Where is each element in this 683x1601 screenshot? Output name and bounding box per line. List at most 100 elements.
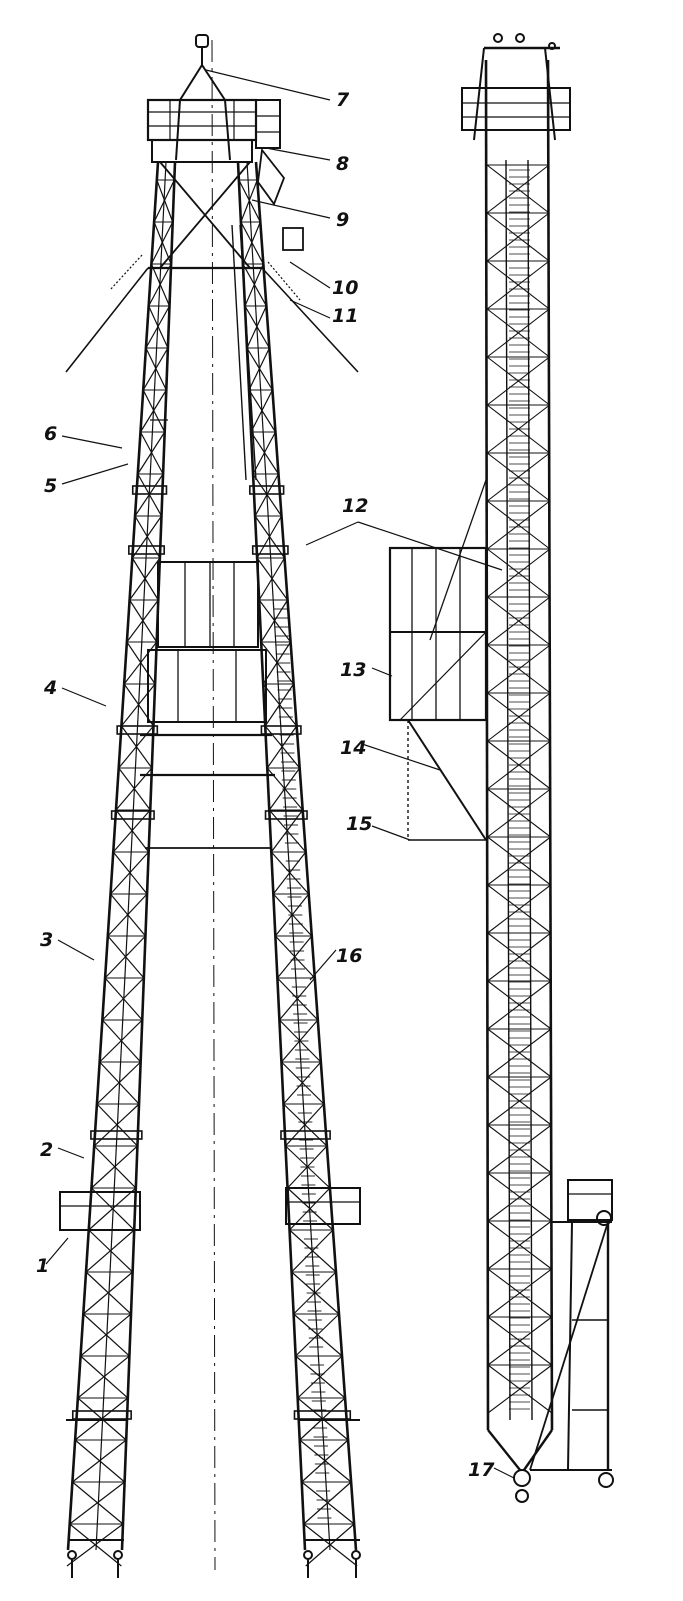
callout-1: 1	[36, 1255, 49, 1277]
callout-labels: 1 2 3 4 5 6 7 8 9 10 11 12 13 14 15 16 1…	[36, 89, 495, 1481]
right-diagonal	[264, 683, 295, 727]
crown-block	[146, 34, 304, 251]
right-diagonal	[291, 1229, 334, 1273]
leg-collar	[249, 485, 285, 495]
left-diagonal	[72, 1439, 127, 1483]
left-diagonal	[107, 893, 148, 937]
side-diagonal	[487, 1172, 552, 1222]
leg-collar	[264, 810, 308, 820]
inner-rails	[150, 224, 257, 481]
leg-collar	[128, 545, 165, 555]
side-diagonal	[487, 1364, 553, 1414]
callout-2: 2	[40, 1139, 53, 1161]
leg-collar	[293, 1410, 352, 1420]
side-diagonal	[487, 788, 551, 838]
callout-11: 11	[332, 305, 358, 327]
right-diagonal	[270, 809, 304, 853]
leg-collar	[90, 1130, 143, 1140]
callout-3: 3	[40, 929, 53, 951]
right-diagonal	[246, 305, 267, 349]
left-diagonal	[137, 431, 166, 475]
mid-platform	[140, 561, 275, 849]
right-diagonal	[297, 1355, 343, 1399]
left-diagonal	[153, 179, 175, 223]
left-diagonal	[91, 1145, 138, 1189]
left-diagonal	[101, 977, 145, 1021]
front-view-mast	[59, 34, 361, 1578]
left-diagonal	[142, 347, 169, 391]
leg-collar	[116, 725, 159, 735]
callout-14: 14	[340, 737, 366, 759]
left-diagonal	[104, 935, 146, 979]
side-base-frame	[529, 1179, 614, 1488]
left-leg-lattice	[66, 179, 175, 1567]
side-diagonal	[486, 308, 550, 358]
side-diagonal	[486, 164, 550, 214]
side-diagonal	[486, 356, 550, 406]
racking-platform	[388, 479, 488, 841]
callout-5: 5	[44, 475, 57, 497]
side-diagonal	[486, 500, 551, 550]
leader-lines	[45, 69, 515, 1479]
right-diagonal	[278, 977, 316, 1021]
left-diagonal	[99, 1019, 143, 1063]
right-diagonal	[250, 389, 273, 433]
callout-8: 8	[336, 153, 349, 175]
leg-collar	[110, 810, 155, 820]
side-mast-chords	[484, 59, 554, 1503]
right-foot	[285, 1187, 361, 1578]
left-foot	[59, 1191, 141, 1578]
side-diagonal	[487, 1124, 552, 1174]
left-diagonal	[118, 725, 154, 769]
callout-15: 15	[346, 813, 372, 835]
right-diagonal	[248, 347, 270, 391]
left-diagonal	[77, 1355, 130, 1399]
right-diagonal	[240, 179, 258, 223]
side-diagonal	[487, 692, 551, 742]
side-crown	[461, 33, 571, 141]
callout-9: 9	[336, 209, 349, 231]
side-diagonal	[486, 212, 550, 262]
side-diagonal	[487, 596, 551, 646]
leg-collar	[131, 485, 168, 495]
right-diagonal	[301, 1439, 349, 1483]
side-diagonal	[486, 452, 551, 502]
callout-12: 12	[342, 495, 368, 517]
leg-collar	[260, 725, 302, 735]
left-diagonal	[126, 599, 159, 643]
left-diagonal	[129, 557, 161, 601]
side-diagonal	[487, 644, 551, 694]
stairway	[273, 599, 332, 1519]
side-view-mast	[388, 33, 614, 1503]
leg-collars	[71, 485, 352, 1420]
right-diagonal	[266, 725, 298, 769]
left-diagonal	[85, 1229, 135, 1273]
leg-collar	[280, 1130, 331, 1140]
left-diagonal	[110, 851, 150, 895]
left-diagonal	[131, 515, 162, 559]
callout-16: 16	[336, 945, 362, 967]
left-diagonal	[112, 809, 151, 853]
centerline	[211, 39, 216, 1571]
right-diagonal	[305, 1523, 355, 1567]
callout-7: 7	[336, 89, 350, 111]
left-diagonal	[69, 1481, 125, 1525]
guy-lines	[65, 254, 359, 373]
left-diagonal	[66, 1523, 124, 1567]
side-diagonal	[487, 1268, 552, 1318]
right-leg-lattice	[238, 179, 358, 1567]
left-diagonal	[145, 305, 171, 349]
callout-10: 10	[332, 277, 358, 299]
left-diagonal	[148, 263, 172, 307]
left-diagonal	[96, 1061, 142, 1105]
side-diagonal	[487, 836, 551, 886]
right-diagonal	[272, 851, 307, 895]
left-diagonal	[82, 1271, 134, 1315]
right-diagonal	[283, 1061, 322, 1105]
right-diagonal	[252, 431, 276, 475]
right-diagonal	[260, 599, 289, 643]
side-diagonal	[487, 1028, 552, 1078]
right-diagonal	[276, 935, 313, 979]
right-diagonal	[256, 515, 283, 559]
left-diagonal	[120, 683, 156, 727]
